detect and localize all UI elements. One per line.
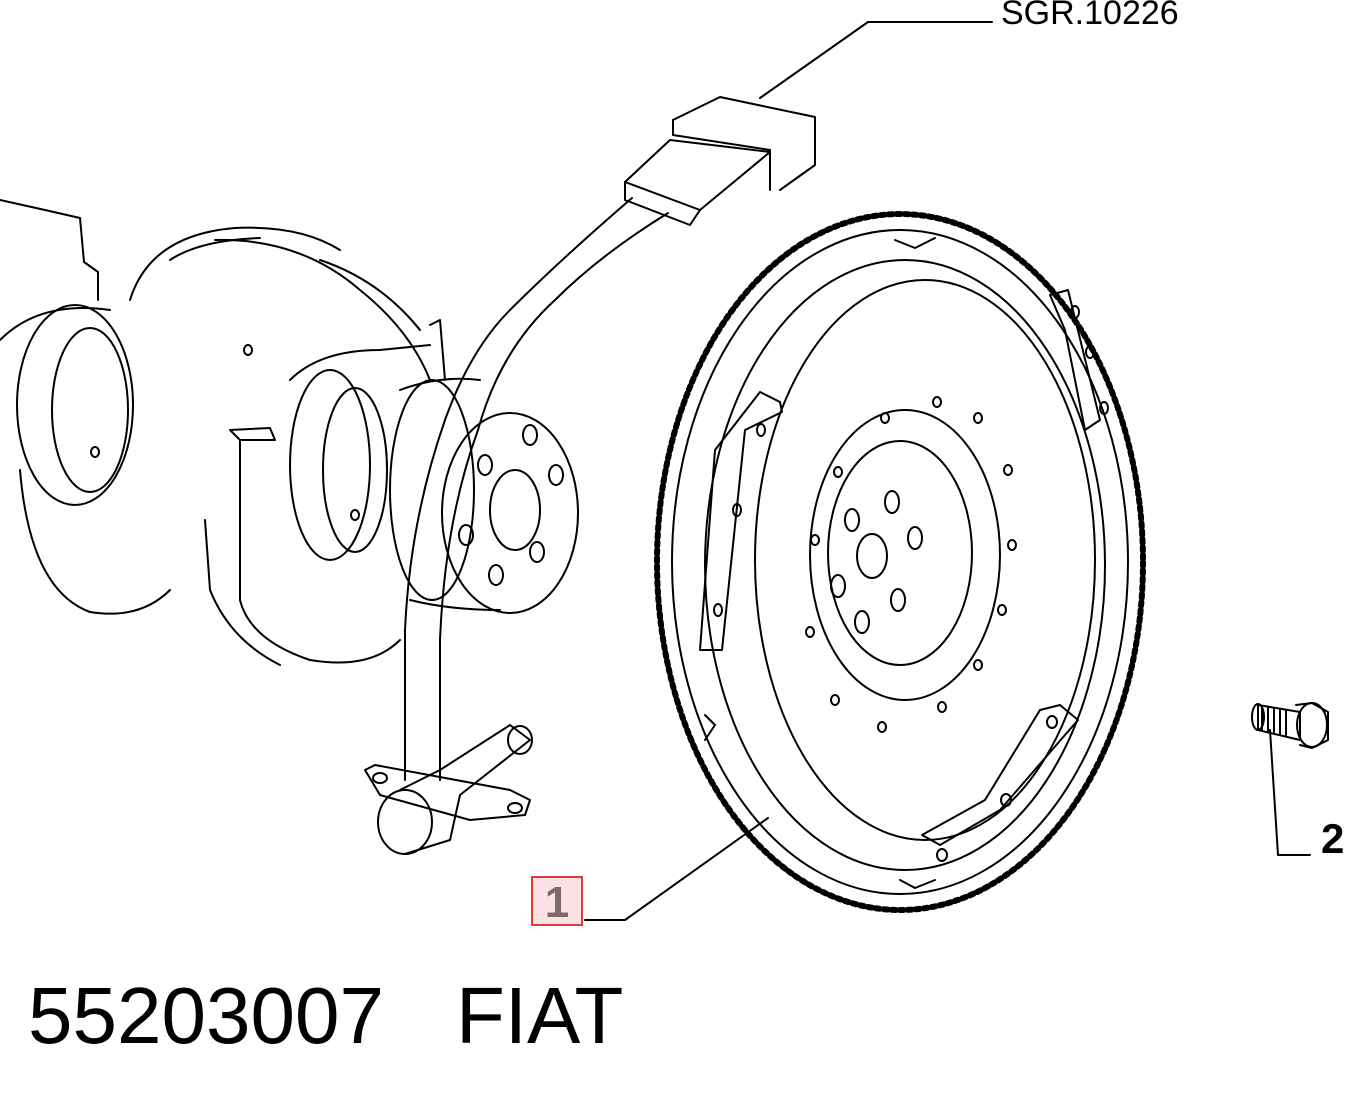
reference-label: SGR.10226 [1001,0,1179,32]
callout-1[interactable]: 1 [531,876,583,927]
callout-1-number: 1 [544,878,570,927]
speed-sensor [364,96,816,855]
leader-line-1 [584,817,769,921]
leader-line-sgr [759,21,993,99]
flywheel [654,211,1146,913]
brand-name: FIAT [455,971,624,1060]
bolt [1251,702,1329,749]
leader-lines [584,21,1311,921]
leader-line-2 [1269,729,1311,856]
callout-2-number[interactable]: 2 [1321,815,1345,862]
part-number: 55203007 [28,971,384,1060]
footer-caption: 55203007 FIAT [28,968,623,1064]
crankshaft [0,199,579,666]
